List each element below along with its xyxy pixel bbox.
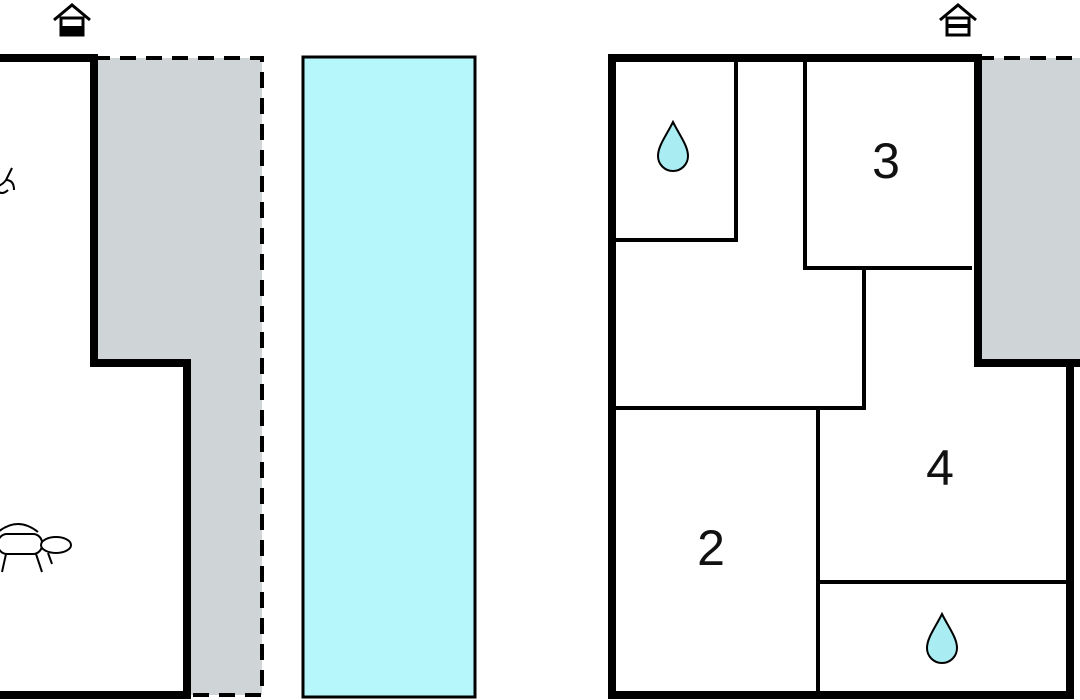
water-drop-icon	[656, 119, 690, 172]
terrace-area	[94, 58, 262, 695]
water-drop-icon	[925, 611, 959, 664]
entrance-icon	[939, 3, 977, 37]
sofa-icon	[0, 523, 72, 573]
left-floor	[0, 3, 264, 699]
pool	[301, 55, 477, 699]
interior-walls	[612, 58, 1066, 695]
room-label-2: 2	[697, 520, 725, 576]
plant-icon	[0, 167, 15, 194]
room-label-4: 4	[926, 440, 954, 496]
right-floor: 2 3 4	[608, 3, 1080, 699]
entrance-icon	[53, 3, 91, 37]
terrace-area-right	[978, 58, 1080, 363]
room-label-3: 3	[872, 133, 900, 189]
left-floor-wall	[0, 54, 191, 699]
terrace-dashed-border	[94, 56, 264, 697]
right-floor-wall	[608, 54, 1080, 699]
